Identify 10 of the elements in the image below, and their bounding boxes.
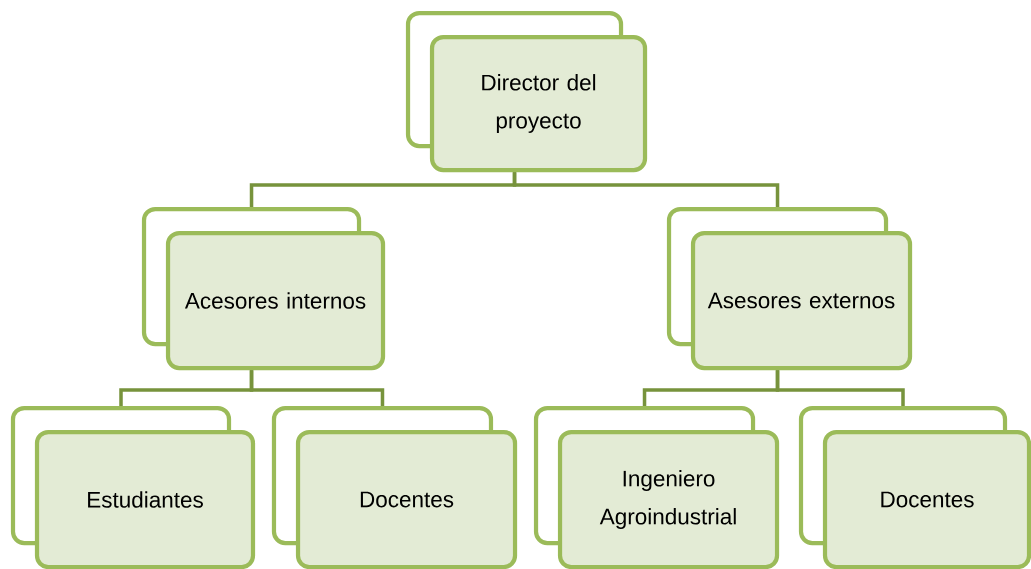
node-box: Estudiantes — [10, 405, 256, 569]
node-box: Docentes — [798, 405, 1031, 569]
node-box: Docentes — [271, 405, 518, 569]
node-box: Asesores externos — [666, 206, 913, 371]
node-box: Ingeniero Agroindustrial — [533, 405, 780, 569]
connector-line — [512, 172, 780, 207]
connector-line — [775, 370, 905, 406]
connector-line — [249, 370, 385, 406]
node-box: Acesores internos — [141, 206, 386, 371]
node-box: Director del proyecto — [405, 10, 648, 173]
